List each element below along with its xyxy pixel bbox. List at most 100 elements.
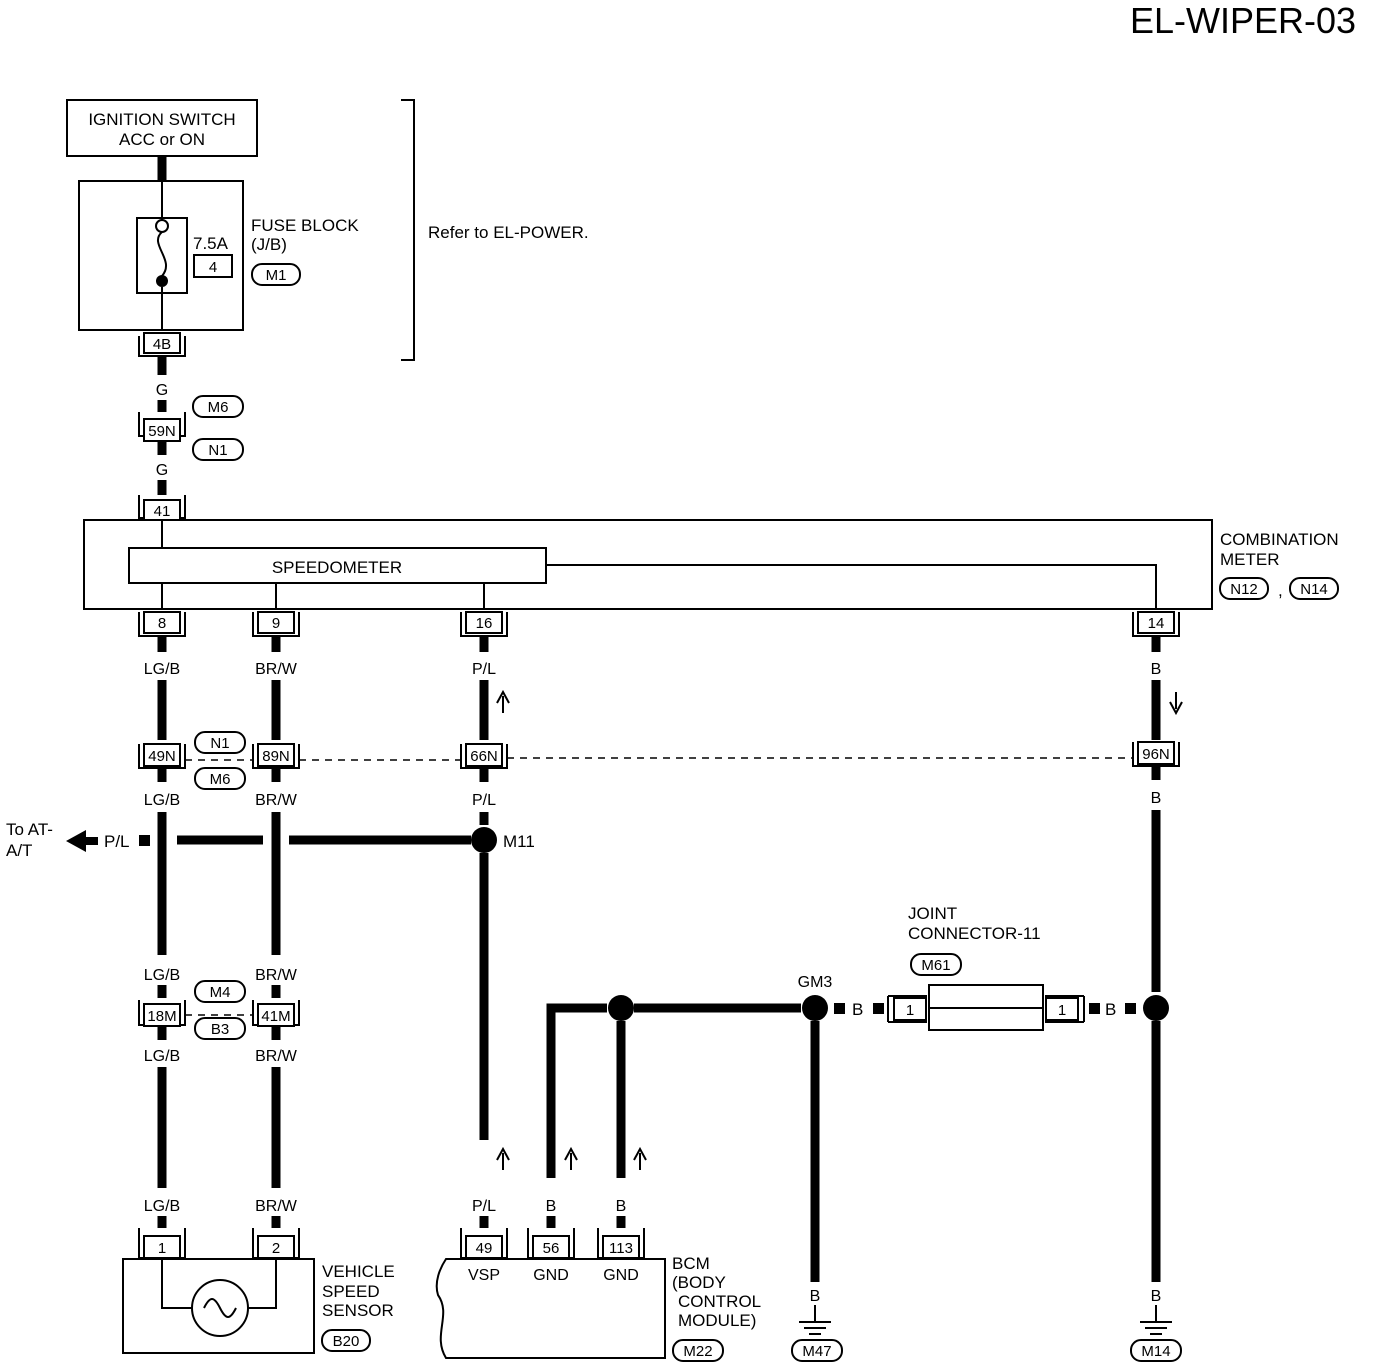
mid-connector-ref-n1: N1 [210,735,229,752]
bcm-label-3: CONTROL [678,1292,761,1311]
wire-color-b-5: B [810,1288,821,1305]
wire-color-brw-1: BR/W [255,661,298,678]
speedometer-label: SPEEDOMETER [272,558,402,577]
fuse-amperage: 7.5A [193,234,229,253]
splice-right [1143,995,1169,1021]
arrow-up-icon [496,689,510,713]
splice-bcm-ground [608,995,634,1021]
joint-connector-pin-right: 1 [1058,1002,1066,1019]
joint-connector-pin-left: 1 [906,1002,914,1019]
fuse-block-label-1: FUSE BLOCK [251,216,359,235]
combination-meter: SPEEDOMETER COMBINATION METER N12 , N14 [83,519,1339,610]
fuse-block-connector-id: M1 [266,267,287,284]
combination-meter-label-1: COMBINATION [1220,530,1339,549]
ground-m14: B M14 [1130,1288,1182,1362]
wire-color-brw-5: BR/W [255,1198,298,1215]
joint-connector-label-1: JOINT [908,904,957,923]
bcm-pin-56: 56 [543,1240,560,1257]
arrow-down-icon [1169,692,1183,716]
combination-meter-conn-n14: N14 [1300,581,1328,598]
wire-color-b-4: B [616,1198,627,1215]
ignition-switch: IGNITION SWITCH ACC or ON [66,99,258,157]
ground-m47-label: M47 [802,1343,831,1360]
vss-label-2: SPEED [322,1282,380,1301]
connector-59n: 59N M6 N1 [138,395,244,461]
wire-color-g-1: G [156,382,168,399]
fuse-terminal-4b: 4B [153,336,171,353]
arrow-left-icon [66,830,98,852]
arrow-up-icon-2 [496,1146,510,1170]
fuse-number: 4 [209,259,217,276]
wire-color-b-6: B [1151,1288,1162,1305]
vss-label-3: SENSOR [322,1301,394,1320]
bcm-pin-113: 113 [609,1240,633,1257]
splice-m11 [471,827,497,853]
fuse-block: 7.5A 4 FUSE BLOCK (J/B) M1 4B [78,180,359,357]
fuse-icon [156,231,168,277]
bcm-pin-49: 49 [476,1240,493,1257]
combination-meter-label-2: METER [1220,550,1280,569]
ground-m47: B M47 [791,1288,843,1362]
bcm: 49 56 113 VSP GND GND BCM (BODY CONTROL … [435,1228,761,1362]
vss-pin-2: 2 [272,1240,280,1257]
combination-meter-sep: , [1278,581,1283,600]
page-title: EL-WIPER-03 [1130,0,1356,41]
fuse-block-connector-ref [251,263,301,286]
refer-bracket [401,99,415,361]
svg-text:8: 8 [158,615,166,632]
meter-pin-8: 8 [138,611,186,637]
wire-color-brw-3: BR/W [255,967,298,984]
ground-m14-label: M14 [1141,1343,1170,1360]
wire-color-lgb-1: LG/B [144,661,180,678]
vss-pin-1: 1 [158,1240,166,1257]
connector-18m: 18M [147,1008,176,1025]
ignition-switch-label-2: ACC or ON [119,130,205,149]
bcm-term-gnd-1: GND [533,1267,569,1284]
connector-59n-ref-m6: M6 [208,399,229,416]
wire-color-brw-4: BR/W [255,1048,298,1065]
connector-59n-ref-n1: N1 [208,442,227,459]
refer-note: Refer to EL-POWER. [428,223,589,242]
connector-89n: 89N [262,748,290,765]
meter-pin-14: 14 [1132,611,1180,637]
wire-color-b-gm3: B [852,1000,863,1019]
combination-meter-conn-n12: N12 [1230,581,1258,598]
bcm-label-2: (BODY [672,1273,726,1292]
connector-41m: 41M [261,1008,290,1025]
wire-color-b-jc: B [1105,1000,1116,1019]
wire-color-lgb-3: LG/B [144,967,180,984]
bcm-label-4: MODULE) [678,1311,756,1330]
meter-pin-41: 41 [138,495,186,521]
wire-color-b-2: B [1151,790,1162,807]
ground-point-gm3 [802,995,828,1021]
wire-color-lgb-2: LG/B [144,792,180,809]
wire-color-pl-1: P/L [472,661,496,678]
joint-connector-11: JOINT CONNECTOR-11 M61 1 1 [887,904,1085,1031]
wire-color-lgb-4: LG/B [144,1048,180,1065]
speedometer-box [128,547,547,584]
mid-connector-ref-m6: M6 [210,771,231,788]
vss-label-1: VEHICLE [322,1262,395,1281]
wire-color-b-1: B [1151,661,1162,678]
wire-color-pl-3: P/L [472,1198,496,1215]
bcm-term-vsp: VSP [468,1267,500,1284]
arrow-up-icon-3 [564,1146,578,1170]
meter-pin-9: 9 [252,611,300,637]
to-at-label-2: A/T [6,841,32,860]
svg-text:41: 41 [154,503,171,520]
connectors-18m-41m: 18M 41M M4 B3 [138,980,300,1040]
wire-color-brw-2: BR/W [255,792,298,809]
ground-gm3-label: GM3 [798,974,833,991]
svg-text:9: 9 [272,615,280,632]
ignition-switch-label-1: IGNITION SWITCH [88,110,235,129]
splice-m11-label: M11 [503,832,535,851]
connector-59n-pin: 59N [148,423,176,440]
connector-ref-b3: B3 [211,1021,229,1038]
mid-connectors: 49N 89N 66N 96N N1 M6 [138,731,1180,790]
joint-connector-label-2: CONNECTOR-11 [908,924,1041,943]
to-at-wire-color: P/L [104,832,130,851]
svg-text:14: 14 [1148,615,1165,632]
meter-pin-16: 16 [460,611,508,637]
wire-color-pl-2: P/L [472,792,496,809]
